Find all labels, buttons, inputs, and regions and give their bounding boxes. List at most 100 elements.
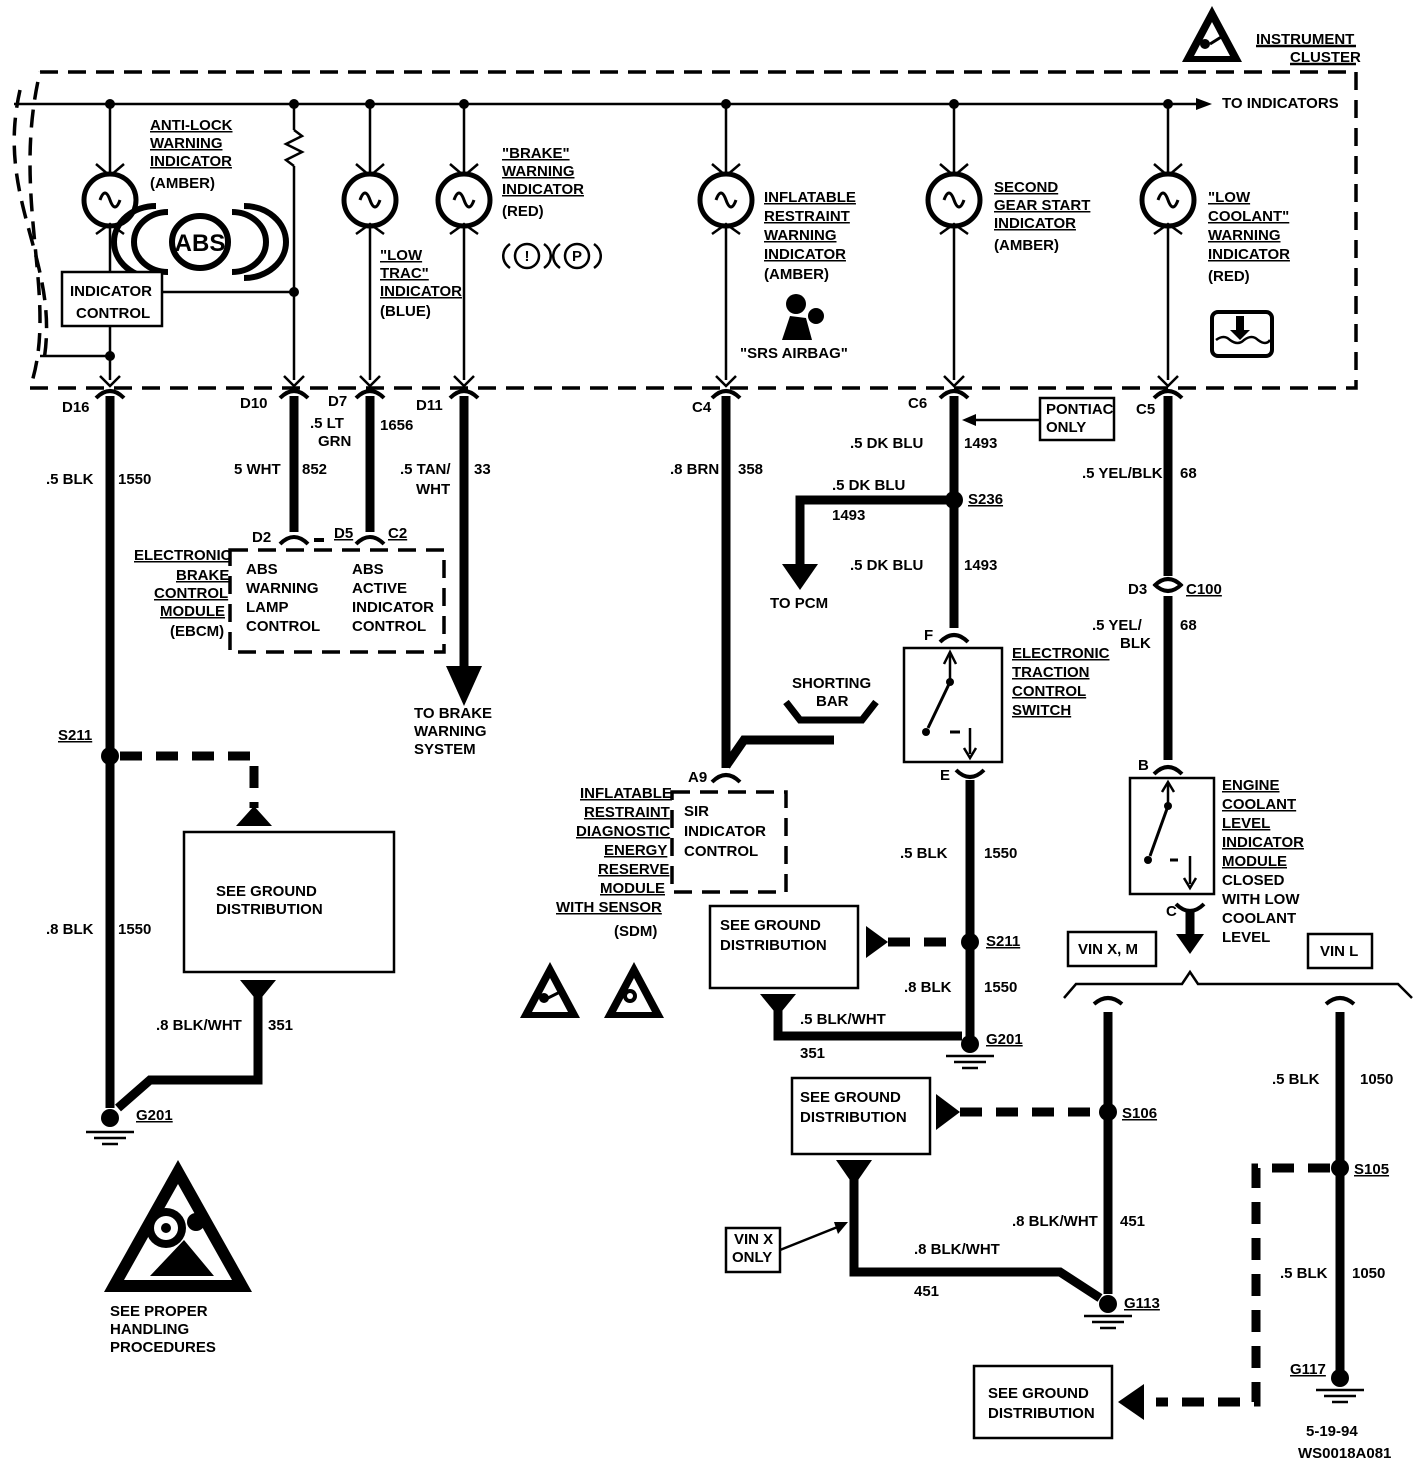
vin-l-box xyxy=(1306,932,1374,970)
connector-a9: A9 xyxy=(688,769,707,786)
svg-text:RESTRAINT: RESTRAINT xyxy=(584,804,670,821)
wire-label-358: 358 xyxy=(738,461,763,478)
antilock-bulb-icon xyxy=(81,104,139,272)
svg-text:"BRAKE": "BRAKE" xyxy=(502,145,570,162)
svg-text:CONTROL: CONTROL xyxy=(1012,683,1086,700)
svg-text:RESERVE: RESERVE xyxy=(598,861,669,878)
splice-s211-left xyxy=(101,747,119,765)
see-ground-s105-1: SEE GROUND xyxy=(988,1385,1089,1402)
connector-e: E xyxy=(940,767,950,784)
low-trac-bulb-icon xyxy=(341,104,399,380)
svg-text:INDICATOR: INDICATOR xyxy=(684,823,766,840)
splice-s211-right-label: S211 xyxy=(986,933,1020,950)
svg-text:(RED): (RED) xyxy=(502,203,544,220)
svg-text:WITH SENSOR: WITH SENSOR xyxy=(556,899,662,916)
ground-g201-left-label: G201 xyxy=(136,1107,173,1124)
svg-text:(EBCM): (EBCM) xyxy=(170,623,224,640)
svg-text:INDICATOR: INDICATOR xyxy=(380,283,462,300)
wire-label-dkblu-b: .5 DK BLU xyxy=(832,477,905,494)
module-output-arrow-icon xyxy=(1176,934,1204,954)
esd-triangles-icon xyxy=(520,962,664,1018)
wire-label-1493-a: 1493 xyxy=(964,435,997,452)
wire-label-ltgrn-2: GRN xyxy=(318,433,351,450)
wire-label-08blkwht-b: .8 BLK/WHT xyxy=(914,1241,1000,1258)
wire-label-1050-a: 1050 xyxy=(1360,1071,1393,1088)
connector-c: C xyxy=(1166,903,1177,920)
wire-label-05blk-right: .5 BLK xyxy=(900,845,948,862)
wire-1493-to-pcm xyxy=(795,495,946,568)
second-gear-label: SECOND GEAR START INDICATOR (AMBER) xyxy=(994,179,1090,254)
footer-code: WS0018A081 xyxy=(1298,1445,1391,1462)
see-proper-1: SEE PROPER xyxy=(110,1303,208,1320)
see-ground-box-left xyxy=(182,830,396,974)
cluster-connectors-icon xyxy=(94,375,1184,400)
wire-label-1550-c: 1550 xyxy=(984,845,1017,862)
svg-text:CONTROL: CONTROL xyxy=(246,618,320,635)
ground-g201-right-icon xyxy=(946,1035,994,1070)
svg-text:LEVEL: LEVEL xyxy=(1222,815,1270,832)
see-ground-box-mid xyxy=(708,904,860,990)
indicator-control-label-2: CONTROL xyxy=(76,305,150,322)
vin-x-arrow-icon xyxy=(834,1222,848,1234)
svg-text:LAMP: LAMP xyxy=(246,599,289,616)
shorting-bar-wire xyxy=(722,735,834,769)
see-proper-3: PROCEDURES xyxy=(110,1339,216,1356)
ebcm-box xyxy=(228,548,446,654)
svg-text:INDICATOR: INDICATOR xyxy=(1208,246,1290,263)
switch-connector-e-icon xyxy=(954,768,986,779)
low-coolant-bulb-icon xyxy=(1139,104,1197,380)
svg-text:INDICATOR: INDICATOR xyxy=(502,181,584,198)
vin-x-only-box xyxy=(724,1226,782,1274)
c100-connector-icon xyxy=(1152,577,1184,593)
svg-text:!: ! xyxy=(525,248,530,265)
svg-text:(RED): (RED) xyxy=(1208,268,1250,285)
traction-switch-label: ELECTRONIC TRACTION CONTROL SWITCH xyxy=(1012,645,1110,719)
connector-d10: D10 xyxy=(240,395,268,412)
brake-symbols-icon: ! P xyxy=(501,242,603,270)
wire-label-05blk-vinl-a: .5 BLK xyxy=(1272,1071,1320,1088)
connector-c4: C4 xyxy=(692,399,712,416)
svg-text:ELECTRONIC: ELECTRONIC xyxy=(1012,645,1110,662)
see-ground-mid-1: SEE GROUND xyxy=(720,917,821,934)
svg-text:CONTROL: CONTROL xyxy=(352,618,426,635)
ebcm-right-label: ABS ACTIVE INDICATOR CONTROL xyxy=(352,561,434,635)
bus-arrow-icon xyxy=(1196,98,1212,110)
svg-text:CLOSED: CLOSED xyxy=(1222,872,1285,889)
coolant-module-switch-icon xyxy=(1144,779,1198,891)
see-ground-s105-2: DISTRIBUTION xyxy=(988,1405,1095,1422)
wire-label-451-a: 451 xyxy=(1120,1213,1145,1230)
svg-text:COOLANT: COOLANT xyxy=(1222,796,1296,813)
ground-dist-s105-arrow-icon xyxy=(1118,1384,1144,1420)
see-ground-left-1: SEE GROUND xyxy=(216,883,317,900)
svg-text:WITH LOW: WITH LOW xyxy=(1222,891,1300,908)
traction-switch-box xyxy=(902,646,1004,764)
see-ground-box-s106 xyxy=(790,1076,932,1156)
coolant-module-label: ENGINE COOLANT LEVEL INDICATOR MODULE CL… xyxy=(1222,777,1304,946)
airbag-person-icon xyxy=(782,294,824,340)
see-ground-left-2: DISTRIBUTION xyxy=(216,901,323,918)
svg-text:INDICATOR: INDICATOR xyxy=(150,153,232,170)
svg-text:RESTRAINT: RESTRAINT xyxy=(764,208,850,225)
connector-b: B xyxy=(1138,757,1149,774)
wire-label-33: 33 xyxy=(474,461,491,478)
see-ground-s106-2: DISTRIBUTION xyxy=(800,1109,907,1126)
connector-c6: C6 xyxy=(908,395,927,412)
module-connector-c-icon xyxy=(1174,902,1206,913)
connector-d5: D5 xyxy=(334,525,353,542)
svg-text:(AMBER): (AMBER) xyxy=(994,237,1059,254)
svg-text:GEAR START: GEAR START xyxy=(994,197,1090,214)
wire-label-351-left: 351 xyxy=(268,1017,293,1034)
srs-airbag-label: "SRS AIRBAG" xyxy=(740,345,848,362)
wire-label-05blk: .5 BLK xyxy=(46,471,94,488)
svg-text:INDICATOR: INDICATOR xyxy=(1222,834,1304,851)
wire-label-1550-a: 1550 xyxy=(118,471,151,488)
wire-label-1656: 1656 xyxy=(380,417,413,434)
ground-dist-arrow-icon xyxy=(236,806,272,826)
splice-s236-label: S236 xyxy=(968,491,1003,508)
brake-bulb-icon xyxy=(435,104,493,380)
wire-label-08blkwht-left: .8 BLK/WHT xyxy=(156,1017,242,1034)
coolant-symbol-icon xyxy=(1210,310,1274,358)
svg-text:BRAKE: BRAKE xyxy=(176,567,229,584)
svg-text:WARNING: WARNING xyxy=(764,227,837,244)
splice-s106-label: S106 xyxy=(1122,1105,1157,1122)
